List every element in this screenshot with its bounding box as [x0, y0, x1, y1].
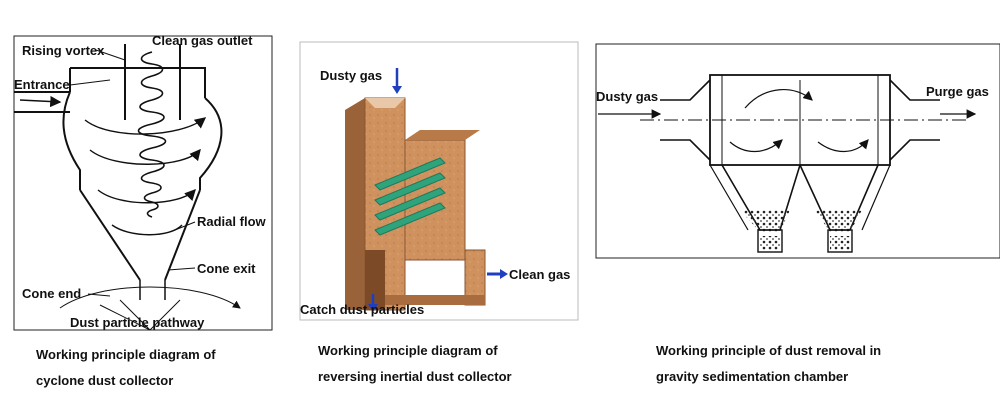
- label-cone-exit: Cone exit: [197, 261, 256, 276]
- wall-left-side: [345, 98, 365, 310]
- label-clean-gas: Clean gas: [509, 267, 570, 282]
- caption-gravity-line1: Working principle of dust removal in: [656, 343, 882, 358]
- cyclone-frame: [13, 35, 273, 331]
- caption-inertial-line1: Working principle diagram of: [318, 343, 498, 358]
- dust-pile-right: [815, 210, 862, 232]
- label-dust-particle-pathway: Dust particle pathway: [70, 315, 205, 330]
- caption-inertial: Working principle diagram of reversing i…: [318, 338, 512, 390]
- arrow-dust-out: [368, 304, 378, 312]
- inertial-frame: [299, 41, 579, 321]
- caption-gravity-line2: gravity sedimentation chamber: [656, 369, 849, 384]
- label-rising-vortex: Rising vortex: [22, 43, 105, 58]
- caption-cyclone-line1: Working principle diagram of: [36, 347, 216, 362]
- label-dusty-gas-gravity: Dusty gas: [596, 89, 658, 104]
- arrow-dusty-gas-in: [392, 86, 402, 94]
- label-entrance: Entrance: [14, 77, 70, 92]
- label-cone-end: Cone end: [22, 286, 81, 301]
- label-clean-gas-outlet: Clean gas outlet: [152, 33, 253, 48]
- caption-cyclone: Working principle diagram of cyclone dus…: [36, 342, 216, 394]
- cyclone-diagram: Rising vortex Clean gas outlet Entrance …: [13, 33, 273, 331]
- caption-cyclone-line2: cyclone dust collector: [36, 373, 174, 388]
- caption-gravity: Working principle of dust removal in gra…: [656, 338, 881, 390]
- label-dusty-gas-inertial: Dusty gas: [320, 68, 382, 83]
- label-purge-gas: Purge gas: [926, 84, 989, 99]
- baffles: [374, 157, 446, 236]
- gravity-frame: [595, 43, 1000, 259]
- inertial-diagram: Dusty gas Clean gas Catch dust particles: [299, 41, 579, 321]
- gravity-diagram: Dusty gas Purge gas: [595, 43, 1000, 259]
- arrow-clean-gas-out: [500, 269, 508, 279]
- label-radial-flow: Radial flow: [197, 214, 267, 229]
- caption-inertial-line2: reversing inertial dust collector: [318, 369, 512, 384]
- dust-pile-left: [740, 210, 790, 232]
- label-catch-dust-particles: Catch dust particles: [300, 302, 424, 317]
